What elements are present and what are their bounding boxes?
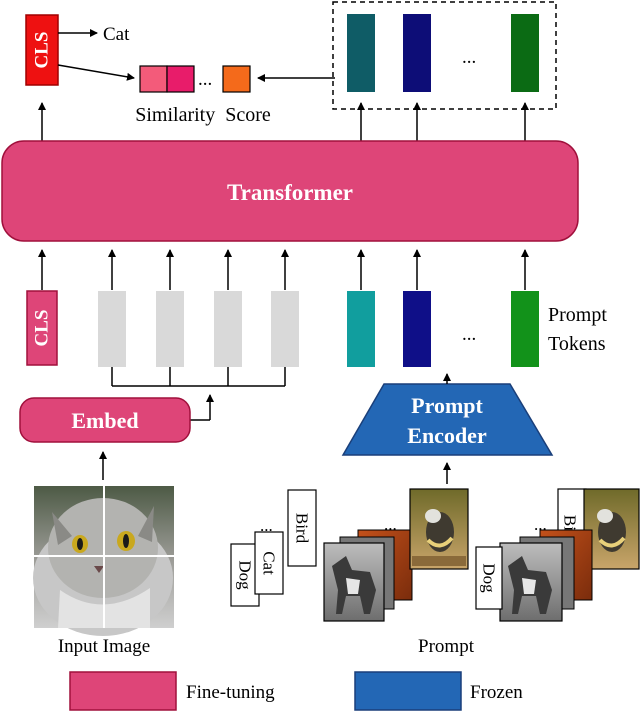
transformer-block: [1, 140, 579, 242]
legend-finetune-swatch: [69, 671, 177, 711]
output-token-teal: [347, 14, 375, 92]
cls-output-block: CLS: [25, 14, 59, 86]
transformer-input-arrows: [38, 249, 529, 290]
right-text-card-dog-label: Dog: [480, 563, 499, 593]
cls-token: CLS: [26, 290, 58, 366]
embed-to-patches-connector: [111, 367, 286, 421]
prompt-label: Prompt: [418, 636, 475, 657]
embed-block: [19, 397, 191, 443]
prompt-encoder-block: [341, 383, 554, 456]
score-cell-2: [166, 65, 195, 93]
text-prompt-cards: Dog Cat ... Bird: [230, 489, 317, 607]
prompt-encoder-label-line1: Prompt: [411, 393, 483, 418]
text-card-ellipsis: ...: [260, 516, 273, 535]
prompt-token-teal: [347, 291, 375, 367]
image-patch-tokens: [98, 291, 299, 367]
text-card-dog-label: Dog: [236, 560, 255, 590]
cat-prediction-label: Cat: [103, 24, 130, 45]
patch-token-3: [214, 291, 242, 367]
output-token-navy: [403, 14, 431, 92]
patch-token-4: [271, 291, 299, 367]
legend-finetune-label: Fine-tuning: [186, 682, 275, 703]
prompt-tokens-label-line2: Tokens: [548, 333, 606, 355]
transformer-output-arrows: [38, 102, 529, 141]
score-ellipsis: ...: [198, 69, 212, 90]
output-ellipsis: ...: [462, 47, 476, 68]
input-image-label: Input Image: [58, 636, 150, 657]
patch-token-2: [156, 291, 184, 367]
cls-to-score-arrow: [57, 64, 135, 81]
mixed-prompt-stack: Bird ... Dog: [475, 488, 640, 622]
prompt-tokens-label-line1: Prompt: [548, 304, 607, 326]
cls-output-label: CLS: [32, 32, 53, 69]
output-token-green: [511, 14, 539, 92]
prompt-token-navy: [403, 291, 431, 367]
right-text-card-dog: [475, 546, 503, 610]
legend-frozen-swatch: [354, 671, 462, 711]
patch-token-1: [98, 291, 126, 367]
prompt-token-ellipsis: ...: [462, 324, 476, 345]
text-card-cat: [254, 531, 284, 595]
score-cell-n: [222, 65, 251, 93]
similarity-score-label: Similarity Score: [135, 104, 271, 126]
prompt-output-box: [332, 1, 557, 110]
transformer-label: Transformer: [227, 180, 353, 205]
legend: Fine-tuning Frozen: [69, 671, 523, 711]
cls-token-label: CLS: [32, 310, 53, 347]
text-card-bird: [287, 489, 317, 567]
prompt-token-green: [511, 291, 539, 367]
image-stack-ellipsis: ...: [384, 515, 397, 534]
text-card-cat-label: Cat: [260, 551, 279, 575]
text-card-bird-label: Bird: [293, 513, 312, 544]
legend-frozen-label: Frozen: [470, 682, 523, 703]
score-cell-1: [139, 65, 168, 93]
prompt-encoder-label-line2: Encoder: [407, 423, 487, 448]
input-image-cat: [33, 486, 174, 636]
embed-label: Embed: [71, 408, 138, 433]
prompt-tokens: ...: [347, 291, 539, 367]
image-prompt-stack: ...: [323, 488, 469, 622]
similarity-score-cells: ...: [139, 65, 251, 93]
right-stack-ellipsis: ...: [534, 515, 547, 534]
